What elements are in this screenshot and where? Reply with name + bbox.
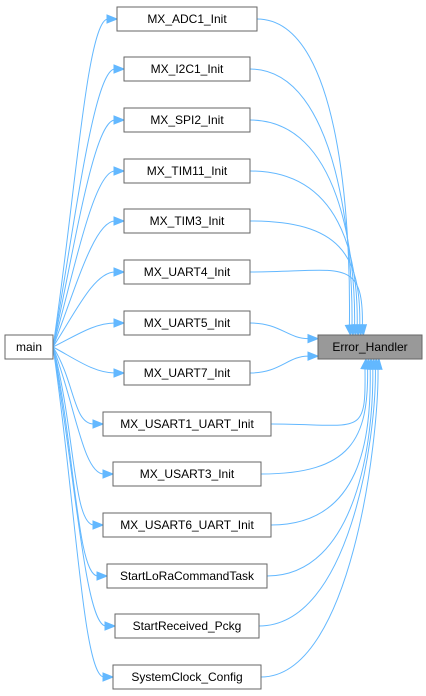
node-mx-i2c1-init-box bbox=[123, 56, 251, 82]
node-mx-tim11-init-box bbox=[123, 158, 251, 184]
node-systemclock-config[interactable]: SystemClock_Config bbox=[112, 664, 262, 690]
arrow-main-to-mx-usart1-uart-init bbox=[92, 419, 105, 429]
node-mx-tim3-init-label: MX_TIM3_Init bbox=[150, 214, 225, 228]
arrow-main-to-mx-uart5-init bbox=[113, 318, 126, 328]
node-mx-uart4-init[interactable]: MX_UART4_Init bbox=[123, 259, 251, 285]
arrow-main-to-mx-usart6-uart-init bbox=[92, 520, 105, 530]
node-mx-usart1-uart-init-label: MX_USART1_UART_Init bbox=[120, 417, 254, 431]
node-error-handler[interactable]: Error_Handler bbox=[317, 334, 423, 360]
edge-main-to-mx-spi2-init bbox=[52, 119, 116, 348]
arrow-mx-uart5-init-to-error-handler bbox=[307, 333, 320, 344]
arrow-mx-uart4-init-to-error-handler bbox=[357, 324, 368, 337]
node-mx-usart6-uart-init-box bbox=[102, 512, 272, 538]
node-mx-i2c1-init-label: MX_I2C1_Init bbox=[151, 62, 224, 76]
edge-mx-i2c1-init-to-error-handler bbox=[249, 68, 353, 326]
node-startloracommandtask-box bbox=[106, 563, 268, 589]
node-systemclock-config-box bbox=[112, 664, 262, 690]
edge-mx-usart1-uart-init-to-error-handler bbox=[270, 368, 366, 426]
edge-main-to-mx-usart1-uart-init bbox=[52, 346, 95, 425]
edge-mx-tim3-init-to-error-handler bbox=[249, 220, 361, 326]
node-mx-uart4-init-box bbox=[123, 259, 251, 285]
node-main-label: main bbox=[16, 340, 42, 354]
edge-main-to-mx-usart6-uart-init bbox=[52, 346, 95, 526]
edge-main-to-mx-uart5-init bbox=[52, 322, 116, 348]
node-mx-usart6-uart-init-label: MX_USART6_UART_Init bbox=[120, 518, 254, 532]
node-mx-usart1-uart-init[interactable]: MX_USART1_UART_Init bbox=[102, 411, 272, 437]
node-mx-adc1-init[interactable]: MX_ADC1_Init bbox=[116, 6, 258, 32]
node-systemclock-config-label: SystemClock_Config bbox=[131, 670, 242, 684]
edge-mx-usart3-init-to-error-handler bbox=[260, 368, 369, 475]
edge-main-to-startreceived-pckg bbox=[52, 346, 107, 627]
edge-main-to-mx-usart3-init bbox=[52, 346, 105, 475]
arrow-main-to-mx-usart3-init bbox=[102, 469, 115, 479]
edge-mx-spi2-init-to-error-handler bbox=[249, 119, 356, 326]
node-mx-tim11-init-label: MX_TIM11_Init bbox=[147, 164, 228, 178]
node-mx-uart5-init[interactable]: MX_UART5_Init bbox=[123, 310, 251, 336]
node-startreceived-pckg[interactable]: StartReceived_Pckg bbox=[114, 613, 260, 639]
edge-startreceived-pckg-to-error-handler bbox=[258, 368, 376, 627]
node-error-handler-label: Error_Handler bbox=[332, 340, 407, 354]
arrow-main-to-mx-tim11-init bbox=[113, 166, 126, 176]
node-mx-usart1-uart-init-box bbox=[102, 411, 272, 437]
node-mx-tim3-init[interactable]: MX_TIM3_Init bbox=[123, 208, 251, 234]
arrow-main-to-mx-spi2-init bbox=[113, 115, 126, 125]
edge-mx-adc1-init-to-error-handler bbox=[256, 18, 351, 326]
node-mx-tim3-init-box bbox=[123, 208, 251, 234]
node-mx-uart7-init[interactable]: MX_UART7_Init bbox=[123, 360, 251, 386]
node-startloracommandtask-label: StartLoRaCommandTask bbox=[120, 569, 255, 583]
edge-mx-usart6-uart-init-to-error-handler bbox=[270, 368, 371, 526]
edge-main-to-mx-adc1-init bbox=[52, 18, 109, 348]
edge-mx-uart5-init-to-error-handler bbox=[249, 322, 309, 340]
node-mx-usart3-init-box bbox=[112, 461, 262, 487]
arrow-systemclock-config-to-error-handler bbox=[373, 357, 383, 370]
edge-systemclock-config-to-error-handler bbox=[260, 368, 379, 678]
node-mx-spi2-init[interactable]: MX_SPI2_Init bbox=[123, 107, 251, 133]
arrow-main-to-startloracommandtask bbox=[96, 571, 109, 581]
arrow-main-to-mx-uart4-init bbox=[113, 267, 126, 277]
node-main[interactable]: main bbox=[4, 334, 54, 360]
edge-startloracommandtask-to-error-handler bbox=[266, 368, 374, 577]
node-mx-i2c1-init[interactable]: MX_I2C1_Init bbox=[123, 56, 251, 82]
node-startreceived-pckg-label: StartReceived_Pckg bbox=[133, 619, 242, 633]
arrow-main-to-mx-tim3-init bbox=[113, 216, 126, 226]
arrow-mx-uart7-init-to-error-handler bbox=[307, 351, 320, 361]
node-mx-spi2-init-box bbox=[123, 107, 251, 133]
edge-main-to-mx-tim11-init bbox=[52, 170, 116, 348]
edge-mx-tim11-init-to-error-handler bbox=[249, 170, 358, 326]
arrow-main-to-mx-i2c1-init bbox=[113, 64, 126, 74]
node-mx-usart3-init[interactable]: MX_USART3_Init bbox=[112, 461, 262, 487]
edges bbox=[52, 18, 379, 678]
node-mx-uart4-init-label: MX_UART4_Init bbox=[144, 265, 231, 279]
node-startloracommandtask[interactable]: StartLoRaCommandTask bbox=[106, 563, 268, 589]
node-mx-adc1-init-box bbox=[116, 6, 258, 32]
node-mx-uart5-init-label: MX_UART5_Init bbox=[144, 316, 231, 330]
node-startreceived-pckg-box bbox=[114, 613, 260, 639]
edge-main-to-mx-uart7-init bbox=[52, 346, 116, 374]
edge-main-to-mx-uart4-init bbox=[52, 271, 116, 348]
arrow-main-to-mx-uart7-init bbox=[113, 368, 126, 378]
node-mx-tim11-init[interactable]: MX_TIM11_Init bbox=[123, 158, 251, 184]
edge-main-to-systemclock-config bbox=[52, 346, 105, 678]
arrowheads bbox=[92, 14, 383, 682]
node-mx-usart6-uart-init[interactable]: MX_USART6_UART_Init bbox=[102, 512, 272, 538]
node-mx-spi2-init-label: MX_SPI2_Init bbox=[150, 113, 224, 127]
edge-mx-uart4-init-to-error-handler bbox=[249, 269, 363, 326]
nodes: MX_ADC1_InitMX_I2C1_InitMX_SPI2_InitMX_T… bbox=[4, 6, 423, 690]
edge-mx-uart7-init-to-error-handler bbox=[249, 355, 309, 374]
node-mx-uart7-init-label: MX_UART7_Init bbox=[144, 366, 231, 380]
arrow-main-to-mx-adc1-init bbox=[106, 14, 119, 24]
node-main-box bbox=[4, 334, 54, 360]
edge-main-to-startloracommandtask bbox=[52, 346, 99, 577]
node-mx-usart3-init-label: MX_USART3_Init bbox=[140, 467, 235, 481]
arrow-main-to-startreceived-pckg bbox=[104, 621, 117, 631]
arrow-main-to-systemclock-config bbox=[102, 672, 115, 682]
node-mx-uart5-init-box bbox=[123, 310, 251, 336]
node-error-handler-box bbox=[317, 334, 423, 360]
node-mx-adc1-init-label: MX_ADC1_Init bbox=[147, 12, 227, 26]
edge-main-to-mx-i2c1-init bbox=[52, 68, 116, 348]
edge-main-to-mx-tim3-init bbox=[52, 220, 116, 348]
node-mx-uart7-init-box bbox=[123, 360, 251, 386]
